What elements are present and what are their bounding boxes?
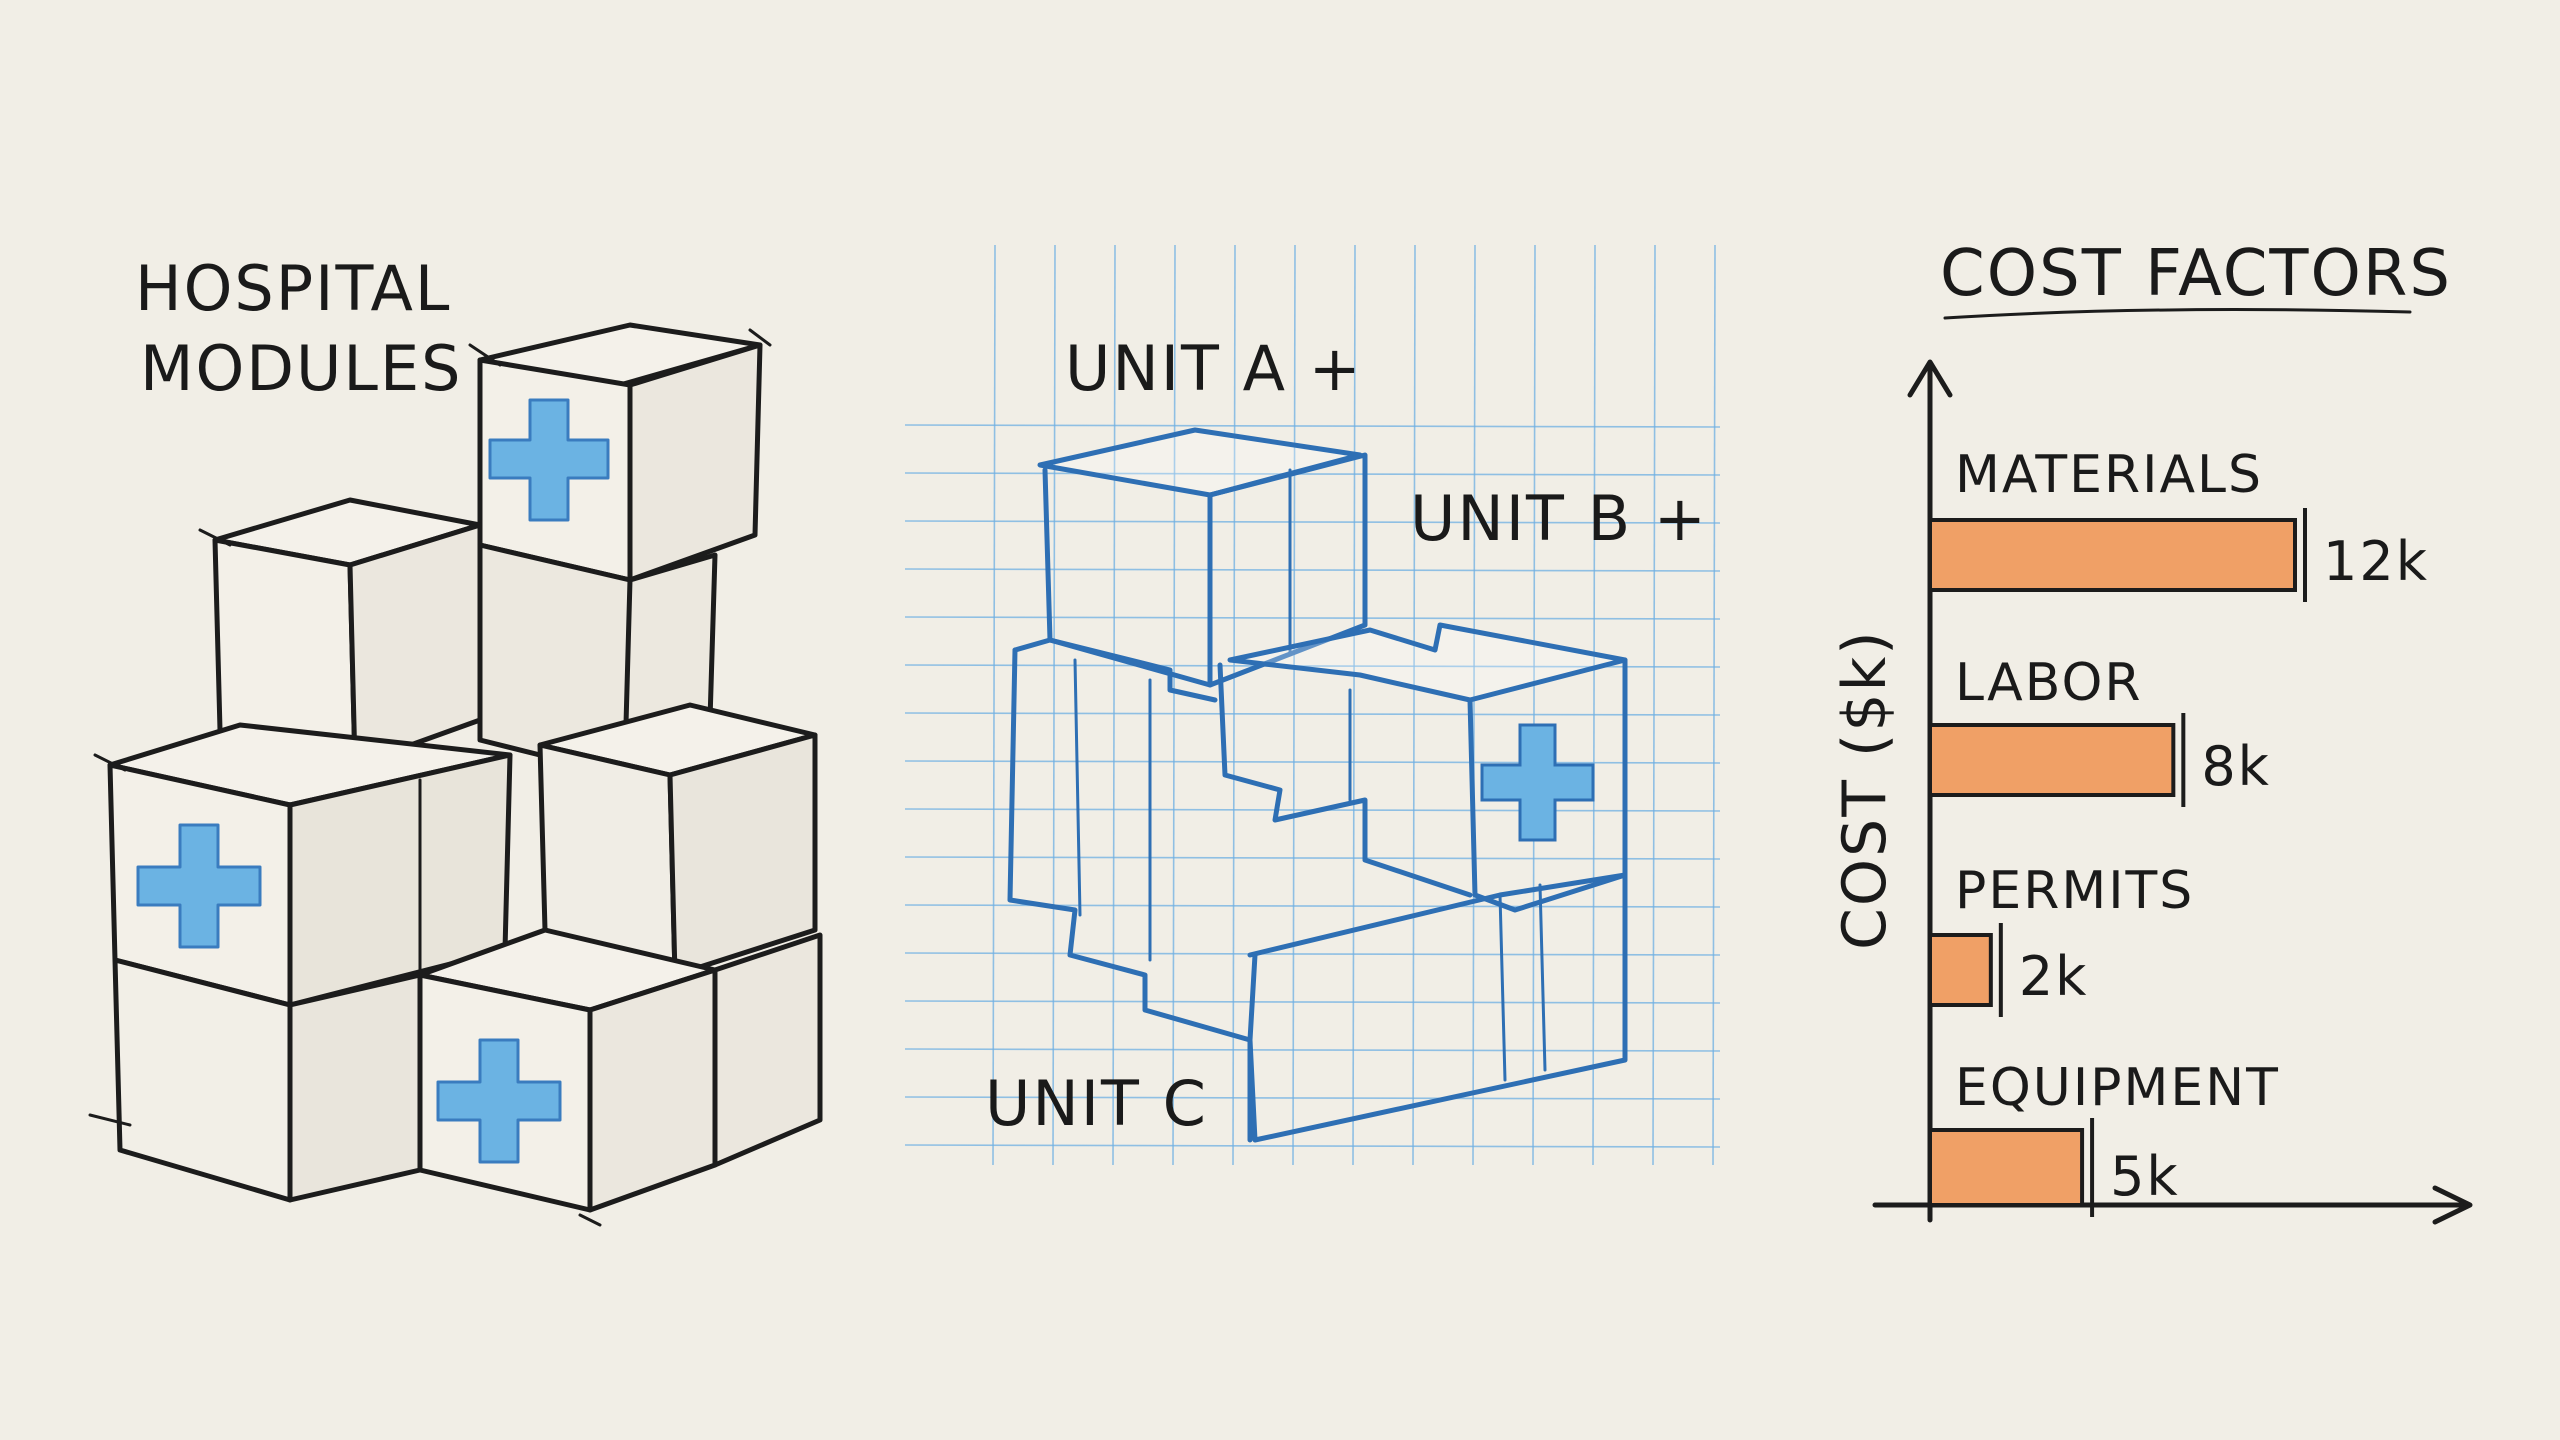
bar-category-label: EQUIPMENT [1955,1058,2280,1118]
blueprint-structure [1007,427,1628,1143]
grid-line [904,1000,1721,1004]
grid-line [1232,244,1236,1166]
medical-cross-icons [136,398,610,1164]
grid-line [1412,244,1416,1166]
grid-line [904,1144,1721,1148]
module-right-mid [537,702,818,978]
module-bottom-right [417,927,823,1227]
chart-title: COST FACTORS [1940,237,2452,311]
cross-icon [1480,723,1595,842]
grid-line [904,616,1721,620]
modules-title-line1: HOSPITAL [135,252,451,325]
bar [1928,933,1993,1007]
bar-value-label: 5k [2110,1145,2180,1208]
grid-line [904,856,1721,860]
bar-value-label: 12k [2323,530,2429,593]
grid-line [904,1048,1721,1052]
module-stack-drawing [88,322,823,1227]
module-bottom-left [88,957,423,1203]
grid-line [1172,244,1176,1166]
cross-icon [436,1038,562,1164]
cost-chart: COST FACTORS COST ($k) MATERIALS 12kLABOR… [1830,237,2473,1225]
grid-line [1112,244,1116,1166]
bar-value-label: 8k [2201,735,2271,798]
bar-value-label: 2k [2019,945,2089,1008]
grid-line [904,760,1721,764]
label-unit-c: UNIT C [985,1067,1208,1140]
bar [1928,1128,2085,1207]
blueprint-panel: UNIT A + UNIT B + UNIT C [904,244,1721,1166]
x-axis-arrow-icon [2432,1185,2473,1225]
cross-icon [136,823,262,949]
grid-line [904,952,1721,956]
grid-line [904,664,1721,668]
grid-line [1712,244,1716,1166]
grid-line [904,712,1721,716]
blueprint-grid [904,244,1721,1166]
grid-line [1052,244,1056,1166]
grid-line [992,244,996,1166]
title-underline [1943,308,2412,320]
grid-line [1652,244,1656,1166]
grid-line [904,1096,1721,1100]
grid-line [904,472,1721,476]
bar [1928,723,2176,797]
cross-icon [488,398,610,522]
bar-category-label: PERMITS [1955,861,2194,921]
label-unit-b: UNIT B + [1410,482,1708,555]
grid-line [1472,244,1476,1166]
modules-title-line2: MODULES [140,332,463,405]
bar-category-label: LABOR [1955,653,2143,713]
y-axis-label: COST ($k) [1830,629,1900,950]
grid-line [1292,244,1296,1166]
bar-category-label: MATERIALS [1955,445,2263,505]
y-axis-arrow-icon [1907,359,1953,398]
bar [1928,518,2297,592]
grid-line [1352,244,1356,1166]
grid-line [1592,244,1596,1166]
grid-line [904,568,1721,572]
grid-line [1532,244,1536,1166]
grid-line [904,424,1721,428]
grid-line [904,520,1721,524]
hospital-modules-panel: HOSPITAL MODULES [88,252,823,1227]
label-unit-a: UNIT A + [1065,332,1363,405]
grid-line [904,904,1721,908]
